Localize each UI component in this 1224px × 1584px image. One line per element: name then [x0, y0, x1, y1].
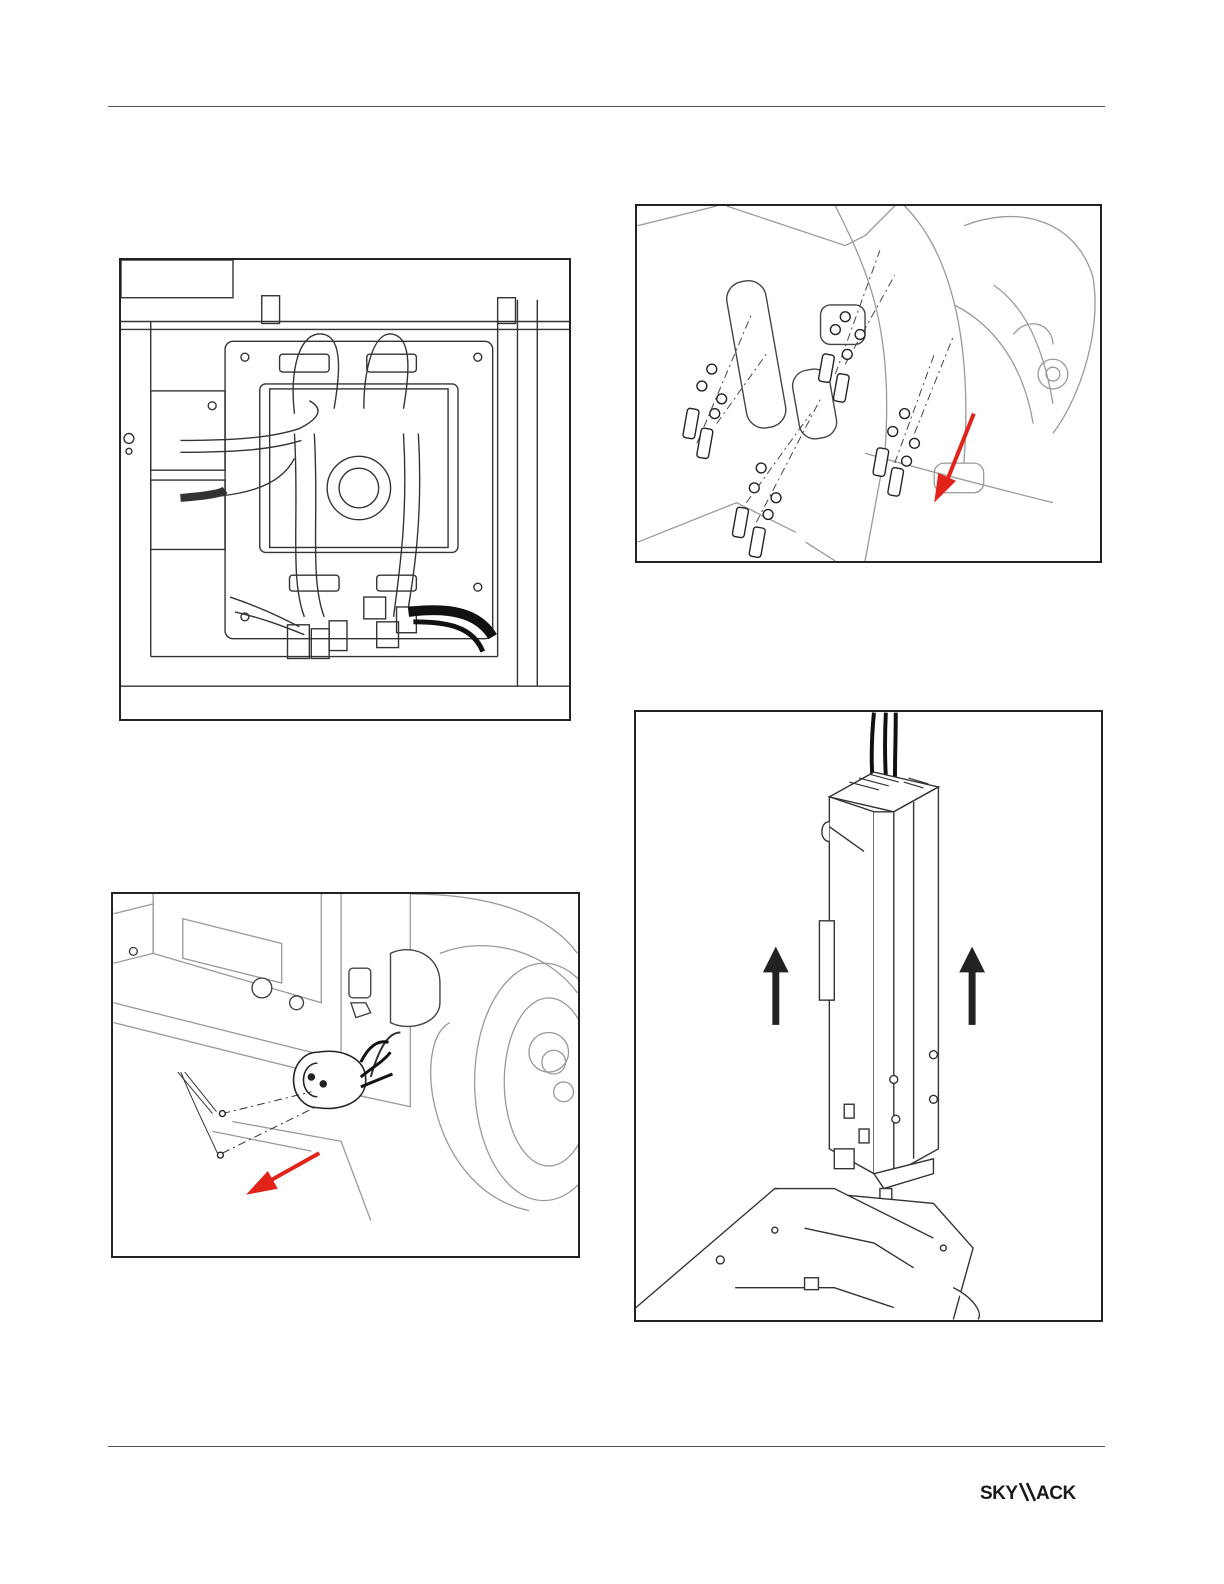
- mounting-bracket-illustration: [637, 206, 1100, 561]
- mast-lift-illustration: [636, 712, 1101, 1320]
- svg-text:SKY: SKY: [980, 1483, 1018, 1504]
- contactor-panel-illustration: [121, 260, 569, 719]
- figure-charger-receptacle: [111, 892, 580, 1258]
- skyjack-logo-mark: SKY ACK: [980, 1480, 1105, 1504]
- black-arrow-up-right: [959, 947, 985, 1025]
- footer-rule: [108, 1446, 1105, 1447]
- red-arrow-down-left: [934, 414, 974, 503]
- header-rule: [108, 106, 1105, 107]
- figure-contactor-panel: [119, 258, 571, 721]
- red-arrow-left: [246, 1153, 319, 1195]
- figure-mast-lift: [634, 710, 1103, 1322]
- skyjack-logo: SKY ACK: [980, 1480, 1105, 1504]
- receptacle-illustration: [113, 894, 578, 1256]
- black-arrow-up-left: [763, 947, 789, 1025]
- svg-text:ACK: ACK: [1036, 1483, 1076, 1504]
- figure-mounting-bracket-bolts: [635, 204, 1102, 563]
